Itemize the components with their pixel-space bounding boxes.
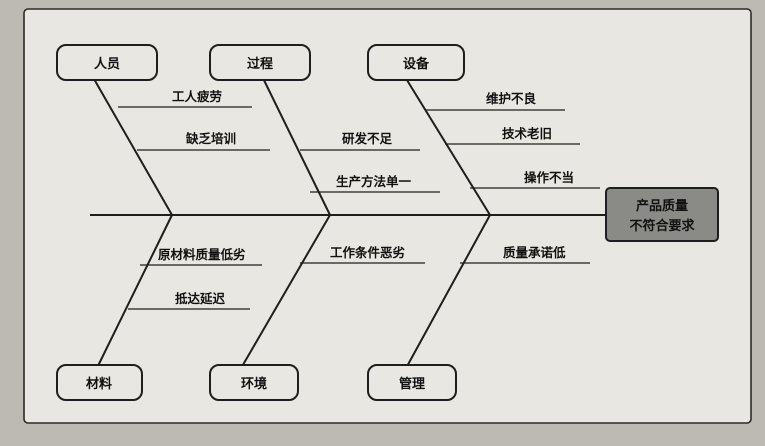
cause-worker-fatigue: 工人疲劳 [172,89,223,104]
cause-single-method: 生产方法单一 [336,174,412,189]
effect-line1: 产品质量 [636,198,688,214]
category-management-label: 管理 [399,376,425,392]
category-equipment-label: 设备 [403,56,430,72]
bone-environment [239,214,331,371]
category-people-label: 人员 [94,56,120,72]
cause-improper-operation: 操作不当 [524,170,574,185]
category-environment: 环境 [209,364,299,401]
bone-people [89,71,173,216]
effect-line2: 不符合要求 [629,218,695,234]
category-process: 过程 [209,44,311,81]
cause-insufficient-rd: 研发不足 [342,131,393,146]
cause-poor-raw-material: 原材料质量低劣 [158,247,246,262]
category-people: 人员 [56,44,158,81]
category-management: 管理 [367,364,457,401]
cause-low-commitment: 质量承诺低 [503,245,566,260]
category-process-label: 过程 [247,56,273,72]
cause-aging-technology: 技术老旧 [502,126,552,141]
bone-management [404,214,491,371]
cause-lack-training: 缺乏培训 [186,131,236,146]
cause-late-arrival: 抵达延迟 [175,291,226,306]
category-material: 材料 [56,364,143,401]
cause-poor-maintenance: 维护不良 [486,91,537,106]
category-material-label: 材料 [86,376,112,392]
category-equipment: 设备 [367,44,465,81]
cause-bad-conditions: 工作条件恶劣 [330,245,406,260]
bone-material [95,214,173,371]
bone-process [259,71,331,216]
effect-box: 产品质量 不符合要求 [605,187,719,242]
category-environment-label: 环境 [241,376,267,392]
